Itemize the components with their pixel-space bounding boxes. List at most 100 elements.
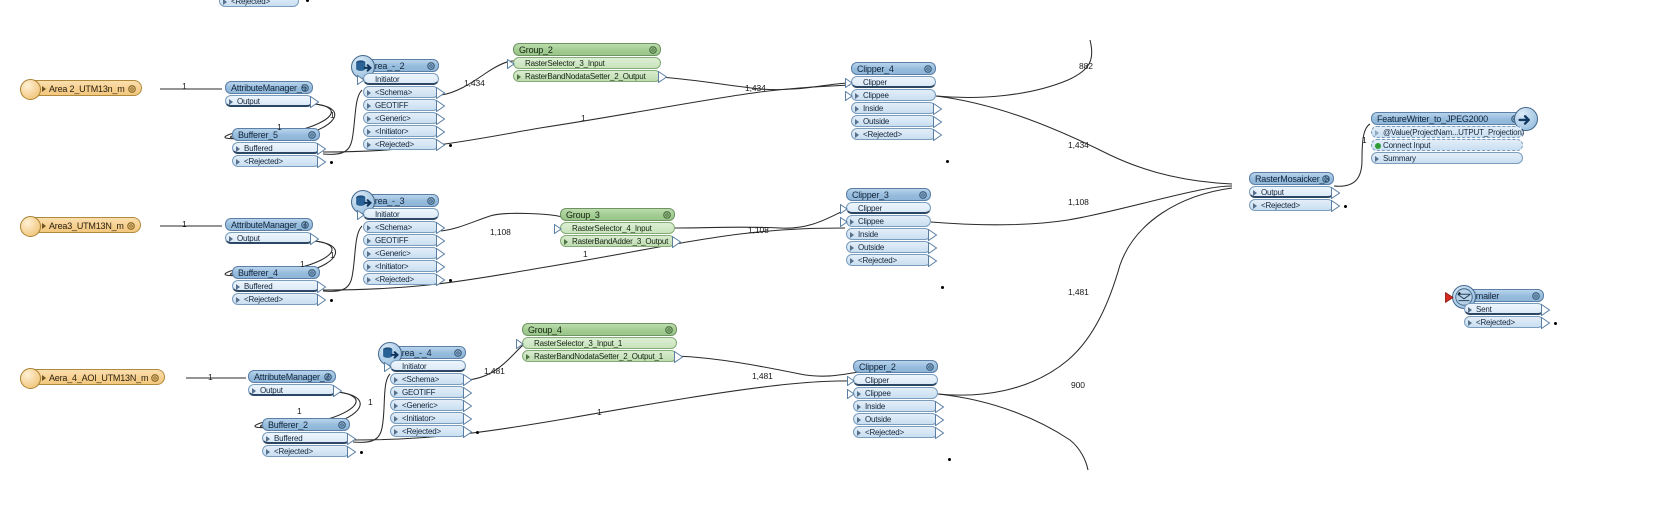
output-port-output[interactable]: Output (1249, 186, 1341, 199)
gear-icon[interactable] (300, 220, 310, 230)
output-port-sent[interactable]: Sent (1464, 303, 1551, 316)
node-header[interactable]: Area_-_2 (351, 55, 439, 79)
output-port-inside[interactable]: Inside (846, 228, 938, 241)
output-port-rejected[interactable]: <Rejected> (851, 128, 943, 141)
clipped-node-top[interactable]: <Rejected> (219, 0, 309, 7)
gear-icon[interactable] (126, 221, 136, 231)
output-port-rejected[interactable]: <Rejected> (853, 426, 945, 439)
reader-node-area3[interactable]: Area3_UTM13N_m (20, 216, 141, 237)
output-port-rejected[interactable]: <Rejected> (363, 138, 446, 151)
output-port-generic[interactable]: <Generic> (390, 399, 473, 412)
gear-icon[interactable] (925, 362, 935, 372)
gear-icon[interactable] (923, 64, 933, 74)
gear-icon[interactable] (307, 130, 317, 140)
gear-icon[interactable] (300, 83, 310, 93)
group-input-port[interactable]: RasterSelector_3_Input_1 (516, 337, 677, 349)
node-header[interactable]: FeatureWriter_to_JPEG2000 (1371, 107, 1538, 131)
node-header[interactable]: AttributeManager_5 (225, 81, 313, 94)
output-port-buffered[interactable]: Buffered (262, 432, 357, 445)
gear-icon[interactable] (662, 210, 672, 220)
group-output-port[interactable]: RasterBandAdder_3_Output (560, 235, 682, 248)
output-port-rejected[interactable]: <Rejected> (1464, 316, 1551, 329)
gear-icon[interactable] (127, 84, 137, 94)
node-header[interactable]: Area_-_3 (351, 190, 439, 214)
node-header[interactable]: Bufferer_4 (232, 266, 320, 279)
output-port-initiator[interactable]: <Initiator> (363, 125, 446, 138)
input-port-initiator[interactable]: Initiator (357, 73, 439, 85)
output-port-schema[interactable]: <Schema> (390, 373, 473, 386)
group-input-port[interactable]: RasterSelector_3_Input (507, 57, 661, 69)
node-header[interactable]: Clipper_2 (853, 360, 938, 373)
output-port-rejected[interactable]: <Rejected> (846, 254, 938, 267)
output-port-outside[interactable]: Outside (853, 413, 945, 426)
output-port-generic[interactable]: <Generic> (363, 112, 446, 125)
node-header[interactable]: Group_4 (522, 323, 677, 336)
output-port-output[interactable]: Output (225, 232, 320, 245)
node-header[interactable]: Group_2 (513, 43, 661, 56)
reader-node-area4-aoi[interactable]: Aera_4_AOI_UTM13N_m (20, 368, 166, 389)
node-header[interactable]: Bufferer_2 (262, 418, 350, 431)
node-header[interactable]: AttributeManager_2 (248, 370, 336, 383)
gear-icon[interactable] (307, 268, 317, 278)
reader-node-area2[interactable]: Area 2_UTM13n_m (20, 79, 142, 100)
node-header[interactable]: Clipper_4 (851, 62, 936, 75)
gear-icon[interactable] (648, 45, 658, 55)
node-header[interactable]: RasterMosaicker_3 (1249, 172, 1334, 185)
output-port-output[interactable]: Output (248, 384, 343, 397)
input-port-clipper[interactable]: Clipper (845, 76, 936, 88)
group-output-port[interactable]: RasterBandNodataSetter_2_Output_1 (522, 350, 684, 363)
gear-icon[interactable] (453, 348, 463, 358)
input-port-clipper[interactable]: Clipper (840, 202, 931, 214)
writer-connect-input-row[interactable]: Connect Input (1371, 139, 1523, 151)
node-header[interactable]: Bufferer_5 (232, 128, 320, 141)
output-port-buffered[interactable]: Buffered (232, 280, 327, 293)
output-port-rejected[interactable]: <Rejected> (232, 293, 327, 306)
input-port-initiator[interactable]: Initiator (384, 360, 466, 372)
node-header[interactable]: Group_3 (560, 208, 675, 221)
output-port-rejected[interactable]: <Rejected> (262, 445, 357, 458)
output-port-inside[interactable]: Inside (851, 102, 943, 115)
writer-summary-row[interactable]: Summary (1371, 152, 1523, 164)
gear-icon[interactable] (426, 196, 436, 206)
gear-icon[interactable] (1531, 291, 1541, 301)
output-port-schema[interactable]: <Schema> (363, 221, 446, 234)
output-port-schema[interactable]: <Schema> (363, 86, 446, 99)
writer-param-row[interactable]: @Value(ProjectNam...UTPUT_Projection) (1371, 126, 1524, 138)
output-port-geotiff[interactable]: GEOTIFF (390, 386, 473, 399)
output-port-rejected[interactable]: <Rejected> (363, 273, 446, 286)
input-port-initiator[interactable]: Initiator (357, 208, 439, 220)
node-header[interactable]: AttributeManager_3 (225, 218, 313, 231)
gear-icon[interactable] (150, 373, 160, 383)
output-port-geotiff[interactable]: GEOTIFF (363, 99, 446, 112)
node-header[interactable]: Clipper_3 (846, 188, 931, 201)
node-header[interactable]: Area_-_4 (378, 342, 466, 366)
input-port-clippee[interactable]: Clippee (840, 215, 931, 227)
output-port-outside[interactable]: Outside (846, 241, 938, 254)
output-port-geotiff[interactable]: GEOTIFF (363, 234, 446, 247)
input-port-clippee[interactable]: Clippee (847, 387, 938, 399)
output-port-inside[interactable]: Inside (853, 400, 945, 413)
gear-icon[interactable] (664, 325, 674, 335)
output-port-outside[interactable]: Outside (851, 115, 943, 128)
output-port-initiator[interactable]: <Initiator> (390, 412, 473, 425)
output-port-rejected[interactable]: <Rejected> (1249, 199, 1341, 212)
node-header[interactable]: Emailer (1445, 285, 1544, 309)
group-input-port[interactable]: RasterSelector_4_Input (554, 222, 675, 234)
